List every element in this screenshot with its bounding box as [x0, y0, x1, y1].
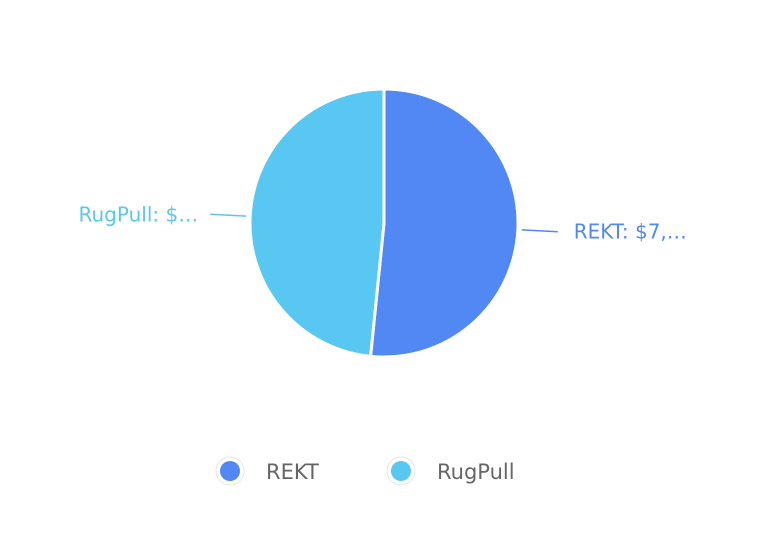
- pie-label-rugpull: RugPull: $…: [79, 202, 199, 226]
- pie-slice-rugpull[interactable]: [248, 87, 386, 358]
- legend-label-rugpull: RugPull: [437, 460, 515, 484]
- pie-labels: REKT: $7,… RugPull: $…: [79, 202, 687, 243]
- pie-label-line-rugpull: [210, 213, 247, 217]
- legend-item-rugpull[interactable]: RugPull: [386, 456, 515, 486]
- legend-item-rekt[interactable]: REKT: [215, 456, 319, 486]
- legend-dot-rekt: [220, 461, 240, 481]
- legend-dot-rugpull: [391, 461, 411, 481]
- pie-slices: [248, 87, 520, 359]
- pie-label-line-rekt: [521, 229, 558, 233]
- pie-slice-rekt[interactable]: [369, 87, 520, 359]
- pie-label-rekt: REKT: $7,…: [574, 220, 687, 244]
- legend: REKT RugPull: [215, 456, 515, 486]
- legend-label-rekt: REKT: [266, 460, 319, 484]
